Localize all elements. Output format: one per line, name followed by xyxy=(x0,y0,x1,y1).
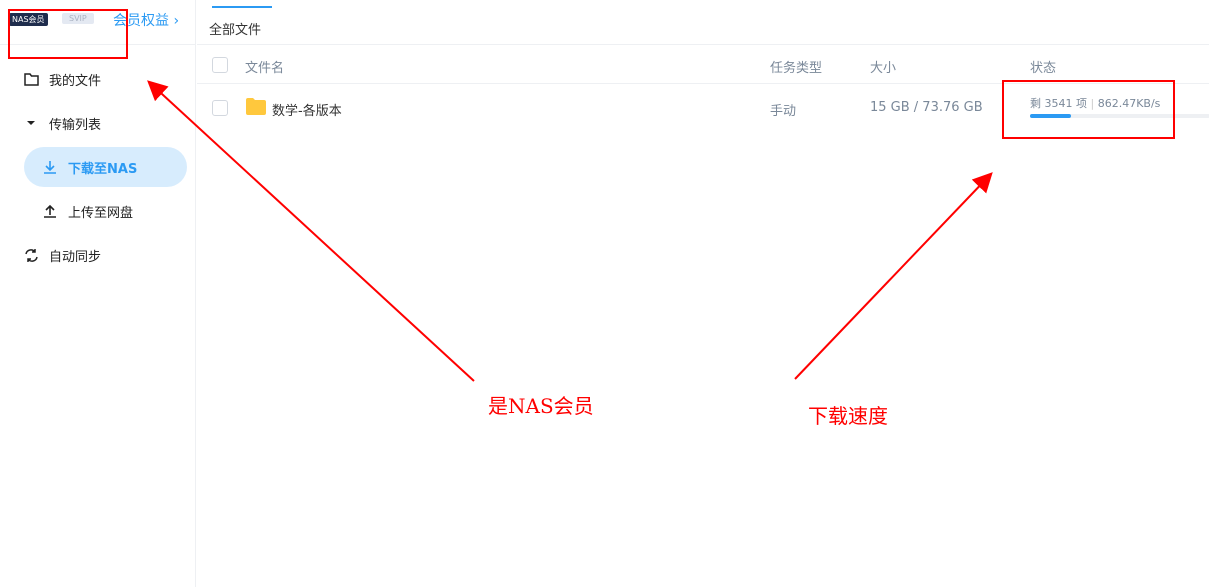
remaining-items: 剩 3541 项 xyxy=(1030,97,1087,110)
nas-member-badge: NAS会员 xyxy=(9,13,48,26)
sidebar: NAS会员 SVIP 会员权益 › 我的文件 传输列表 下载至NAS 上传至网盘… xyxy=(0,0,196,587)
table-header: 文件名 任务类型 大小 状态 xyxy=(197,44,1209,84)
sidebar-item-label: 自动同步 xyxy=(49,249,102,265)
sidebar-item-label: 我的文件 xyxy=(49,73,102,89)
upload-icon xyxy=(44,204,56,218)
annotation-speed-text: 下载速度 xyxy=(808,404,888,428)
sidebar-item-label: 传输列表 xyxy=(49,117,102,133)
task-type: 手动 xyxy=(770,104,797,119)
sidebar-item-my-files[interactable]: 我的文件 xyxy=(24,59,101,99)
breadcrumb[interactable]: 全部文件 xyxy=(209,23,262,38)
annotation-box-member xyxy=(8,9,128,59)
table-row[interactable]: 数学-各版本 手动 15 GB / 73.76 GB 剩 3541 项 | 86… xyxy=(197,84,1209,132)
sidebar-item-auto-sync[interactable]: 自动同步 xyxy=(24,235,101,275)
folder-icon xyxy=(24,73,39,86)
arrow-to-speed xyxy=(794,172,993,380)
download-speed: 862.47KB/s xyxy=(1097,97,1161,110)
column-name[interactable]: 文件名 xyxy=(245,61,285,76)
membership-bar: NAS会员 SVIP 会员权益 › xyxy=(0,0,195,45)
status: 剩 3541 项 | 862.47KB/s xyxy=(1030,97,1161,110)
caret-down-icon xyxy=(27,121,35,125)
active-tab-indicator xyxy=(212,6,272,8)
file-size: 15 GB / 73.76 GB xyxy=(870,100,983,115)
member-benefits-link[interactable]: 会员权益 › xyxy=(113,13,180,29)
annotation-member-text: 是NAS会员 xyxy=(488,394,594,418)
progress-bar xyxy=(1030,114,1209,118)
annotation-box-speed xyxy=(1002,80,1175,139)
arrow-to-member-badge xyxy=(147,80,475,382)
folder-icon xyxy=(246,98,266,115)
sidebar-item-label: 下载至NAS xyxy=(68,161,138,177)
column-size[interactable]: 大小 xyxy=(870,61,897,76)
row-checkbox[interactable] xyxy=(212,100,228,116)
sidebar-item-download-to-nas[interactable]: 下载至NAS xyxy=(24,147,187,187)
column-type[interactable]: 任务类型 xyxy=(770,61,823,76)
column-status[interactable]: 状态 xyxy=(1030,61,1057,76)
sync-icon xyxy=(25,248,38,262)
sidebar-item-label: 上传至网盘 xyxy=(68,205,134,221)
sidebar-item-upload-to-cloud[interactable]: 上传至网盘 xyxy=(42,191,133,231)
download-icon xyxy=(44,161,56,174)
svip-badge: SVIP xyxy=(62,13,94,24)
file-name[interactable]: 数学-各版本 xyxy=(272,104,342,119)
select-all-checkbox[interactable] xyxy=(212,57,228,73)
progress-fill xyxy=(1030,114,1072,118)
sidebar-item-transfer-list[interactable]: 传输列表 xyxy=(24,103,101,143)
